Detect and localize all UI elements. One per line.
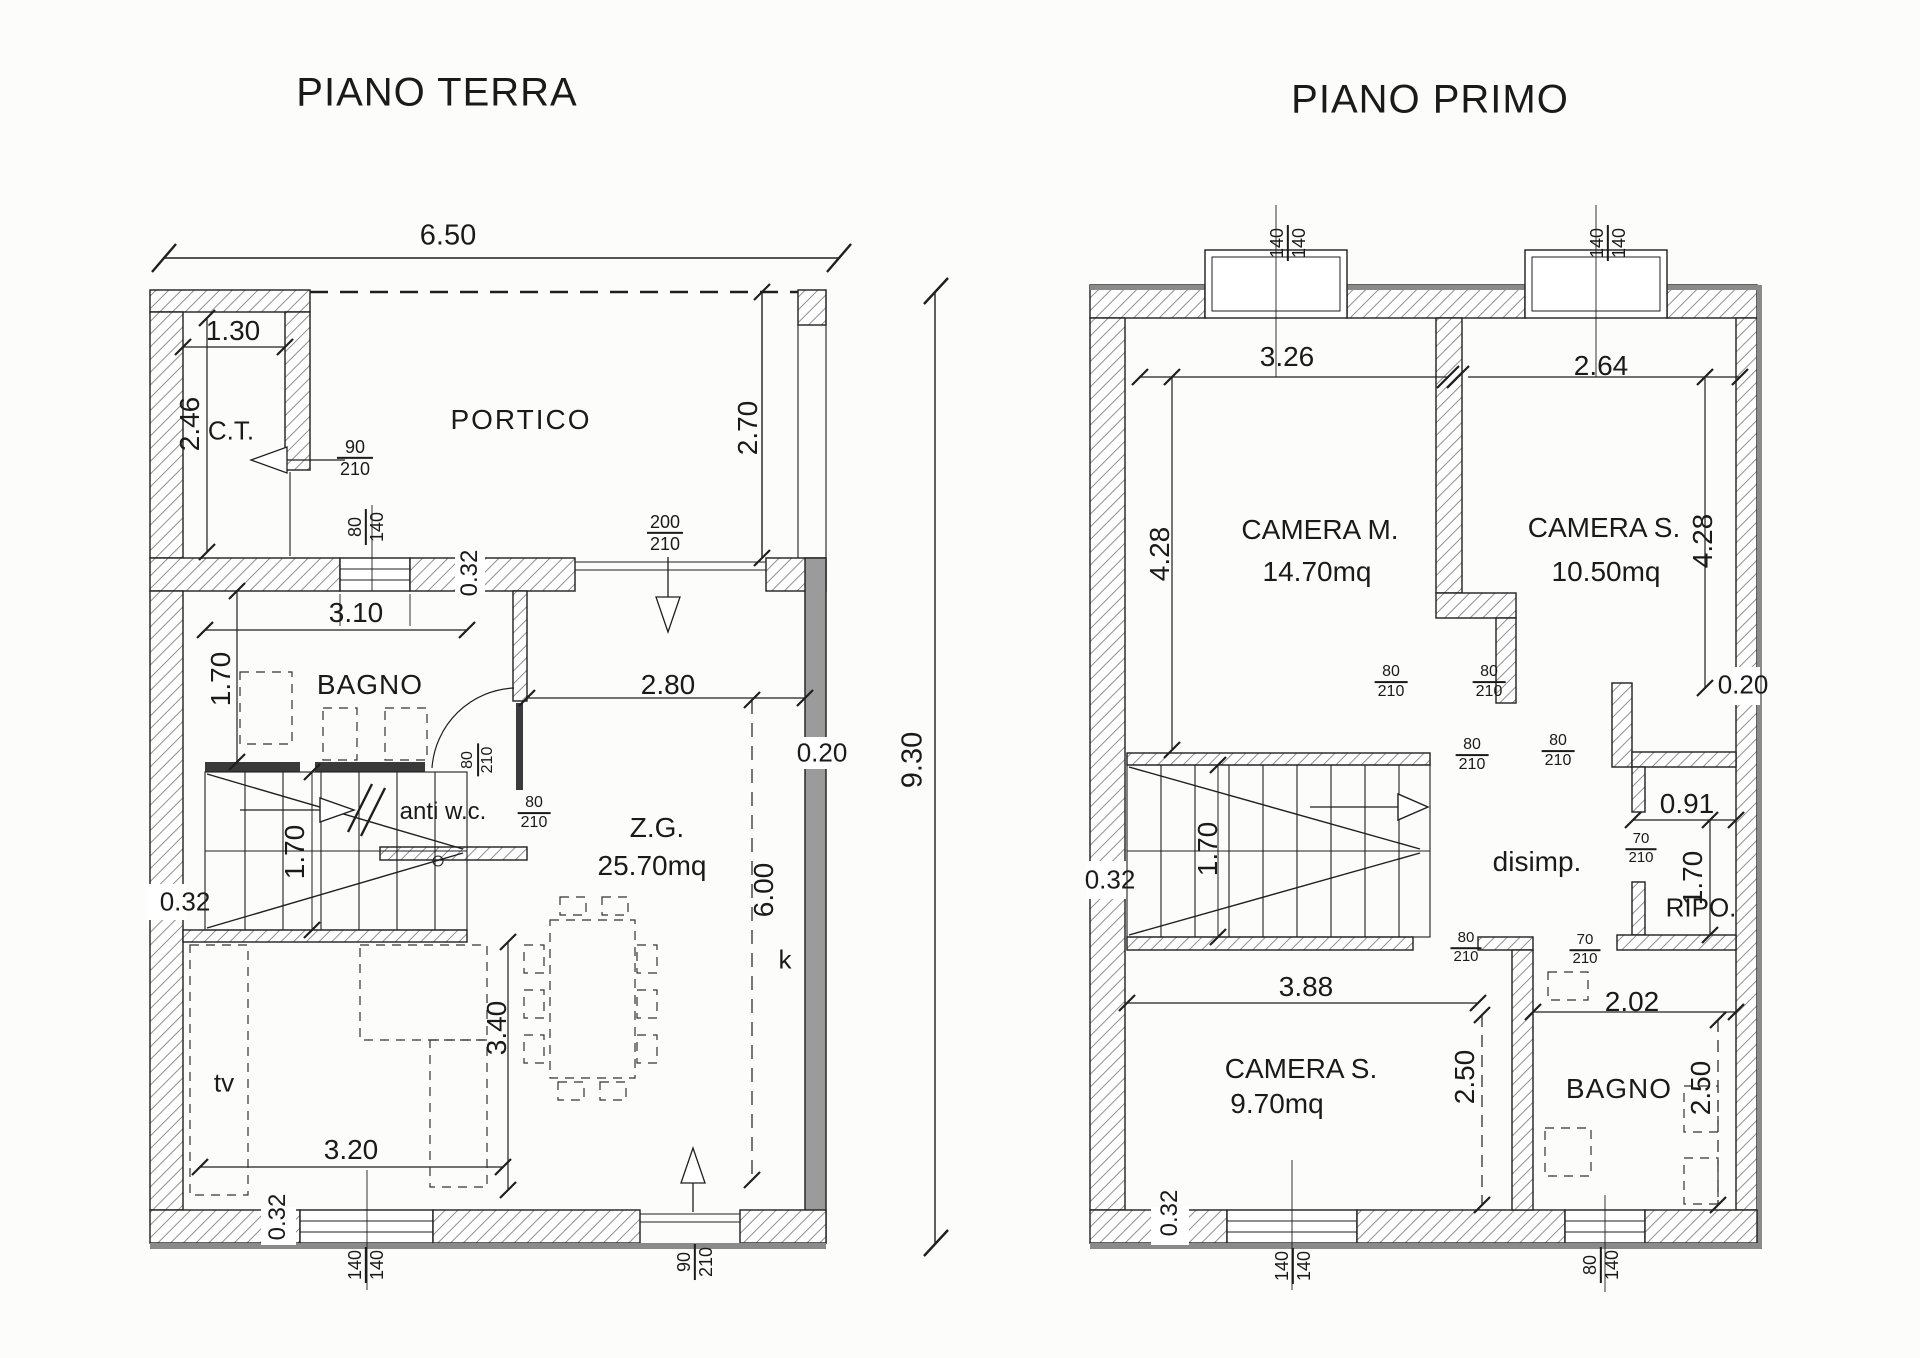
gf-dim-bagno-width: 3.10 <box>328 597 384 628</box>
gf-dim-zg-depth: 6.00 <box>748 862 779 918</box>
gf-dim-ct-width: 1.30 <box>205 315 261 346</box>
gf-ct-door-size: 90 210 <box>336 437 374 479</box>
gf-door-arrows <box>249 446 706 1212</box>
gf-dim-zg-width: 2.80 <box>640 669 696 700</box>
gf-bagno-door-size: 80 210 <box>459 743 497 777</box>
ff-room-bagno: BAGNO <box>1565 1073 1673 1104</box>
gf-room-zg: Z.G. <box>629 812 685 843</box>
ff-camera-m-door-size: 80 210 <box>1374 663 1408 701</box>
gf-dim-wall-bottom: 0.32 <box>264 1193 291 1241</box>
gf-dimension-lines <box>174 309 814 1290</box>
gf-room-zg-area: 25.70mq <box>597 850 707 881</box>
ff-dim-camera-s1-width: 2.64 <box>1573 350 1629 381</box>
ff-dim-camera-m-depth: 4.28 <box>1144 526 1175 582</box>
gf-room-anti-wc: anti w.c. <box>399 798 487 825</box>
gf-bagno-window-size: 80 140 <box>344 508 387 546</box>
gf-dim-total-width: 6.50 <box>419 219 477 252</box>
ff-dim-bagno-depth: 2.50 <box>1685 1060 1716 1116</box>
ff-room-camera-s2-area: 9.70mq <box>1230 1088 1324 1119</box>
ff-title: PIANO PRIMO <box>1291 77 1569 122</box>
ff-room-disimp: disimp. <box>1492 846 1582 877</box>
gf-living-window-size: 140 140 <box>344 1246 387 1284</box>
ff-hall-door-a-size: 80 210 <box>1455 736 1489 774</box>
gf-entry-door-size: 90 210 <box>673 1243 716 1281</box>
ff-room-ripo: RIPO. <box>1665 892 1737 923</box>
gf-room-bagno: BAGNO <box>316 669 424 700</box>
ff-room-camera-m: CAMERA M. <box>1241 514 1399 545</box>
gf-dim-bagno-depth: 1.70 <box>205 651 236 707</box>
ff-ripo-door-size: 70 210 <box>1625 830 1657 867</box>
ff-window-right-size: 140 140 <box>1586 224 1629 262</box>
ff-fixtures <box>1544 971 1719 1205</box>
gf-dim-wall-left: 0.32 <box>159 886 211 917</box>
gf-stairs <box>204 763 468 939</box>
ff-hall-door-b-size: 80 210 <box>1541 732 1575 770</box>
gf-room-ct: C.T. <box>207 415 255 446</box>
gf-room-portico: PORTICO <box>450 404 592 435</box>
gf-dim-portico-depth: 2.70 <box>732 400 763 456</box>
ff-bagno-door-size: 70 210 <box>1569 931 1601 968</box>
gf-antiwc-door-size: 80 210 <box>517 794 551 832</box>
ff-camera-s2-window-size: 140 140 <box>1271 1247 1314 1285</box>
ff-dim-ripo-width: 0.91 <box>1659 788 1715 819</box>
ff-dim-stair-width: 1.70 <box>1192 821 1223 877</box>
gf-dim-wall-right: 0.20 <box>796 737 848 768</box>
gf-dim-ct-height: 2.46 <box>174 396 205 452</box>
ff-room-camera-s1-area: 10.50mq <box>1551 556 1661 587</box>
gf-dim-total-height: 9.30 <box>896 731 929 789</box>
ff-window-left-size: 140 140 <box>1266 224 1309 262</box>
ff-bagno-window-size: 80 140 <box>1579 1246 1622 1284</box>
ff-room-camera-s2: CAMERA S. <box>1224 1053 1378 1084</box>
ff-dim-camera-s2-width: 3.88 <box>1278 971 1334 1002</box>
ff-dim-bagno-width: 2.02 <box>1604 986 1660 1017</box>
ff-dim-wall-left: 0.32 <box>1084 864 1136 895</box>
ff-dimension-lines <box>1118 365 1749 1292</box>
ff-dim-wall-bottom: 0.32 <box>1156 1189 1183 1237</box>
gf-dim-tv-depth: 3.40 <box>481 1000 512 1056</box>
ff-room-camera-s1: CAMERA S. <box>1527 512 1681 543</box>
gf-dim-wall-top: 0.32 <box>456 549 483 597</box>
gf-dim-tv-width: 3.20 <box>323 1134 379 1165</box>
ff-camera-s1-door-size: 80 210 <box>1472 663 1506 701</box>
ff-dim-camera-m-width: 3.26 <box>1259 341 1315 372</box>
gf-title: PIANO TERRA <box>296 70 578 115</box>
gf-furniture <box>189 671 658 1196</box>
ff-dim-wall-right: 0.20 <box>1717 669 1769 700</box>
ff-dim-camera-s1-depth: 4.28 <box>1687 513 1718 569</box>
ff-camera-s2-door-size: 80 210 <box>1450 929 1482 966</box>
ff-stairs <box>1126 756 1431 946</box>
gf-room-tv: tv <box>213 1067 235 1098</box>
gf-portico-door-size: 200 210 <box>646 512 684 554</box>
gf-dim-stair-width: 1.70 <box>279 824 310 880</box>
ff-dim-camera-s2-depth: 2.50 <box>1449 1049 1480 1105</box>
ff-room-camera-m-area: 14.70mq <box>1262 556 1372 587</box>
gf-room-kitchen: k <box>778 944 792 975</box>
